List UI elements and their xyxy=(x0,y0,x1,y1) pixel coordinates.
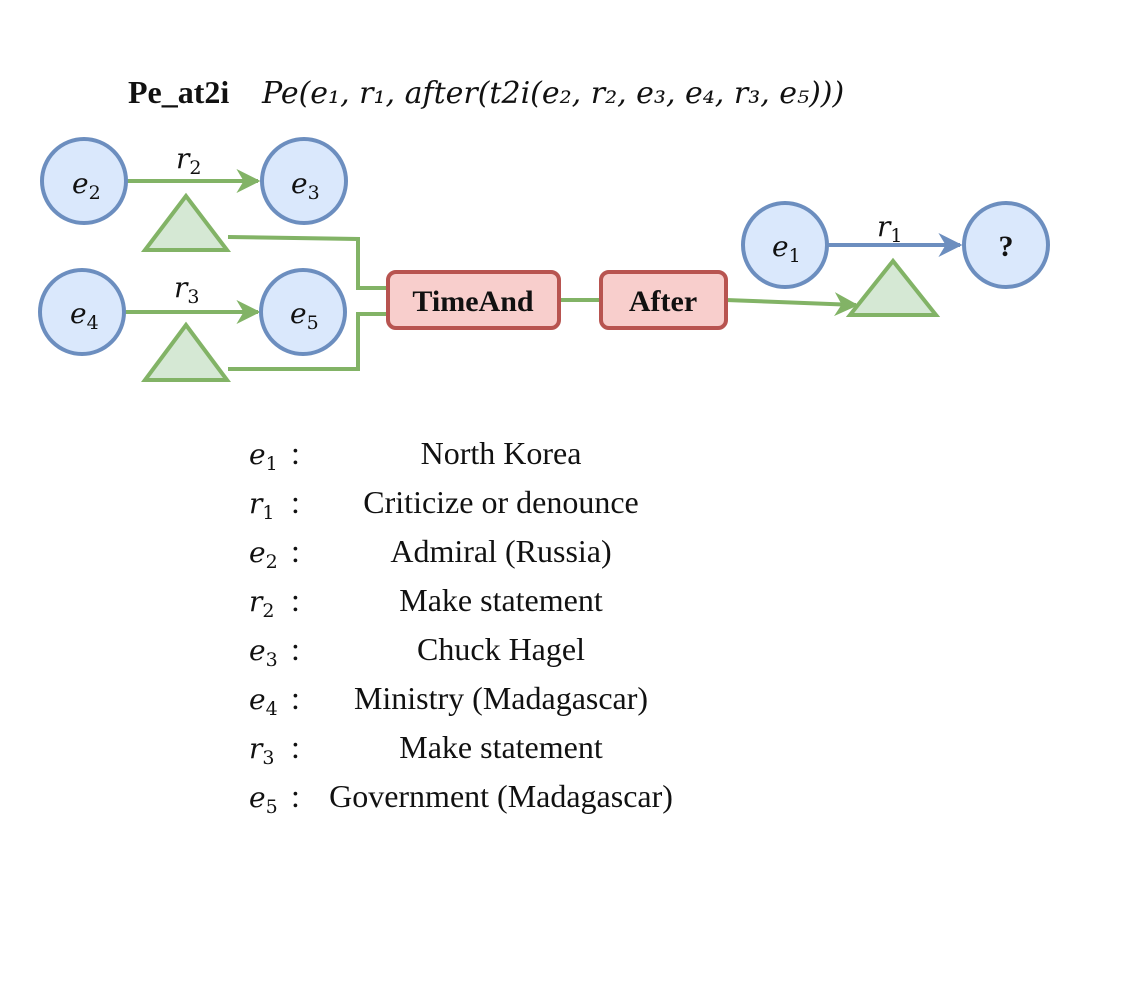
node-e3-label: e3 xyxy=(291,167,320,204)
node-e1: e1 xyxy=(741,201,829,289)
legend-colon: : xyxy=(291,631,300,667)
legend-value-r1: Criticize or denounce xyxy=(363,484,638,520)
node-e5: e5 xyxy=(259,268,347,356)
node-e4-label: e4 xyxy=(70,297,99,334)
legend-value-r2: Make statement xyxy=(399,582,603,618)
legend-key-e5: e5 xyxy=(249,781,278,818)
node-e3: e3 xyxy=(260,137,348,225)
edge-r2-label: r2 xyxy=(176,142,201,179)
node-e5-label: e5 xyxy=(290,297,319,334)
legend-key-r1: r1 xyxy=(249,487,274,524)
query-type-name: Pe_at2i xyxy=(128,74,229,110)
node-e2-label: e2 xyxy=(72,167,101,204)
legend-value-e5: Government (Madagascar) xyxy=(329,778,673,814)
legend-value-e3: Chuck Hagel xyxy=(417,631,585,667)
legend-key-e3: e3 xyxy=(249,634,278,671)
projection-triangle-3 xyxy=(845,257,941,317)
legend-colon: : xyxy=(291,778,300,814)
legend-key-e4: e4 xyxy=(249,683,278,720)
node-e4: e4 xyxy=(38,268,126,356)
legend-value-e1: North Korea xyxy=(421,435,582,471)
legend-colon: : xyxy=(291,533,300,569)
legend-value-e4: Ministry (Madagascar) xyxy=(354,680,648,716)
projection-triangle-2 xyxy=(141,321,231,382)
operator-after: After xyxy=(599,270,728,330)
legend-key-r3: r3 xyxy=(249,732,274,769)
edge-r3-label: r3 xyxy=(174,271,199,308)
legend-key-r2: r2 xyxy=(249,585,274,622)
connector-after-triangle xyxy=(725,292,859,317)
legend-value-e2: Admiral (Russia) xyxy=(390,533,611,569)
connector-t1-timeand xyxy=(227,235,388,290)
operator-timeand: TimeAnd xyxy=(386,270,561,330)
legend-colon: : xyxy=(291,484,300,520)
legend-colon: : xyxy=(291,582,300,618)
query-formula: Pe(e₁, r₁, after(t2i(e₂, r₂, e₃, e₄, r₃,… xyxy=(261,76,844,111)
operator-after-label: After xyxy=(629,285,697,318)
legend-key-e1: e1 xyxy=(249,438,278,475)
projection-triangle-1 xyxy=(140,192,232,252)
legend-colon: : xyxy=(291,680,300,716)
legend-colon: : xyxy=(291,435,300,471)
connector-t2-timeand xyxy=(228,312,388,371)
node-e2: e2 xyxy=(40,137,128,225)
legend-colon: : xyxy=(291,729,300,765)
node-answer: ? xyxy=(962,201,1050,289)
node-e1-label: e1 xyxy=(772,230,801,267)
operator-timeand-label: TimeAnd xyxy=(412,285,533,318)
legend-key-e2: e2 xyxy=(249,536,278,573)
legend-value-r3: Make statement xyxy=(399,729,603,765)
edge-r1-label: r1 xyxy=(877,210,902,247)
answer-question-mark: ? xyxy=(999,230,1014,263)
legend: e1: North Korea r1: Criticize or denounce e2… xyxy=(249,435,673,818)
